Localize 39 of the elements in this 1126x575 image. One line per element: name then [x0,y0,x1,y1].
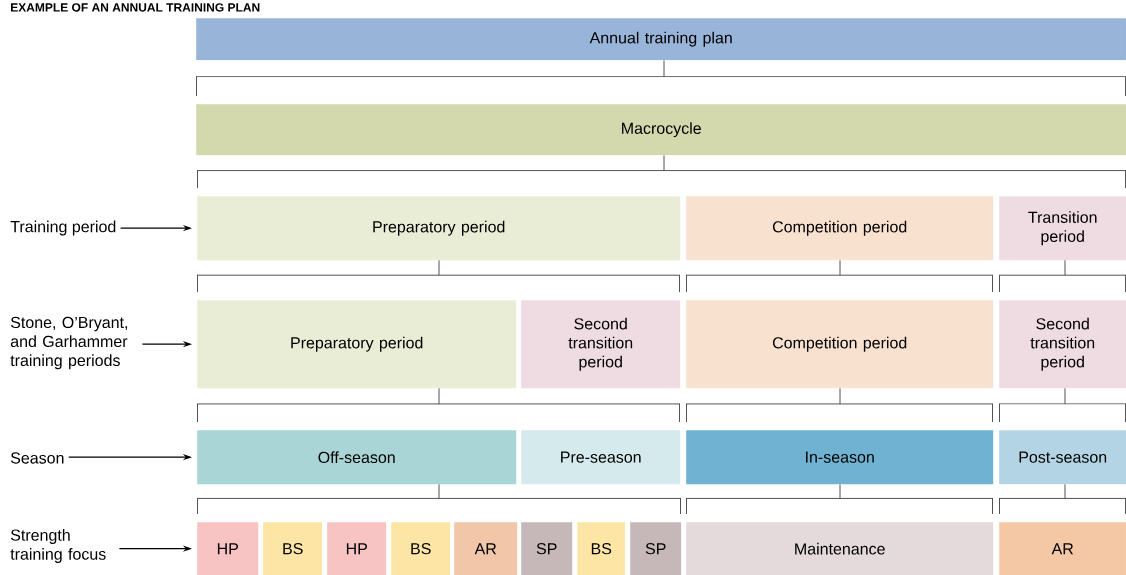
period-box: BS [263,522,323,575]
period-box: HP [197,522,259,575]
period-box: AR [454,522,518,575]
bracket-connector [195,59,1126,97]
row-label: Training period [10,220,116,236]
period-box: Second transition period [521,300,681,389]
row-label: Stone, O’Bryant, and Garhammer training periods [10,316,128,370]
period-box: Annual training plan [196,18,1126,61]
bracket-connector [196,483,682,515]
period-box: Preparatory period [197,300,517,389]
period-box: Maintenance [686,522,994,575]
bracket-connector [196,154,1126,189]
period-box: Preparatory period [197,196,681,261]
period-box: Competition period [686,196,994,261]
period-box: SP [521,522,573,575]
bracket-connector [685,387,994,423]
period-box: Post-season [999,430,1126,485]
period-box: Second transition period [999,300,1126,389]
row-label: Strength training focus [10,529,106,563]
bracket-connector [998,259,1126,293]
row-label: Season [10,452,64,464]
title: EXAMPLE OF AN ANNUAL TRAINING PLAN [11,3,260,12]
bracket-connector [685,483,994,515]
period-box: BS [391,522,451,575]
bracket-connector [196,387,681,423]
period-box: In-season [686,430,994,485]
bracket-connector [998,483,1126,515]
period-box: Pre-season [521,430,681,485]
period-box: BS [577,522,626,575]
bracket-connector [685,259,994,293]
bracket-connector [196,259,681,293]
period-box: Off-season [197,430,517,485]
period-box: HP [327,522,387,575]
period-box: Transition period [999,196,1126,261]
period-box: Macrocycle [196,104,1126,156]
period-box: Competition period [686,300,994,389]
period-box: AR [999,522,1126,575]
period-box: SP [630,522,682,575]
bracket-connector [998,387,1126,423]
